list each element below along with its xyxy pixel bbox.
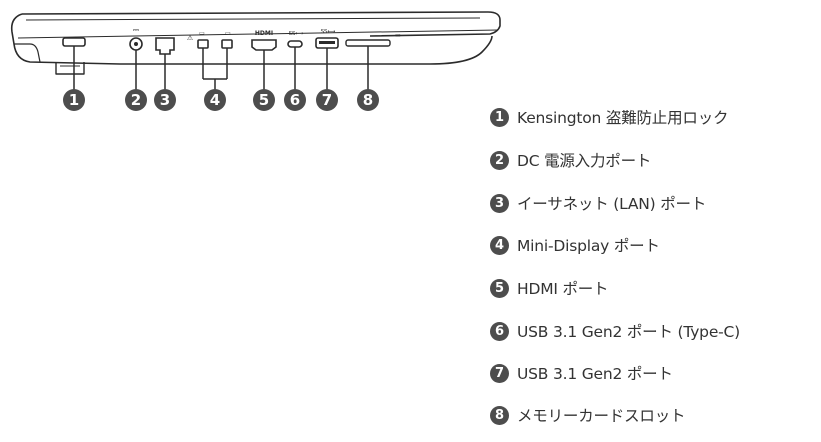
legend-number: 3 xyxy=(490,193,509,213)
svg-text:▭: ▭ xyxy=(199,30,205,37)
legend-item-card-reader: 8 メモリーカードスロット xyxy=(490,402,686,428)
hdmi-port xyxy=(251,39,277,51)
legend-label: メモリーカードスロット xyxy=(517,407,686,425)
legend-number: 6 xyxy=(490,321,509,341)
callout-5: 5 xyxy=(253,89,275,111)
svg-text:SS⟷: SS⟷ xyxy=(321,29,336,35)
legend-item-usb-c: 6 USB 3.1 Gen2 ポート (Type-C) xyxy=(490,318,740,344)
callout-8: 8 xyxy=(357,89,379,111)
svg-text:SS⟷: SS⟷ xyxy=(289,31,304,37)
callout-7: 7 xyxy=(316,89,338,111)
legend-number: 4 xyxy=(490,235,509,255)
callout-2: 2 xyxy=(125,89,147,111)
card-slot xyxy=(345,39,391,47)
legend-item-dc-in: 2 DC 電源入力ポート xyxy=(490,147,651,173)
callout-6: 6 xyxy=(284,89,306,111)
usb-c-port xyxy=(287,40,303,48)
legend-item-kensington-lock: 1 Kensington 盗難防止用ロック xyxy=(490,104,729,130)
mini-display-port-2 xyxy=(221,39,233,49)
legend-item-hdmi: 5 HDMI ポート xyxy=(490,275,609,301)
callout-1: 1 xyxy=(63,89,85,111)
legend-label: USB 3.1 Gen2 ポート xyxy=(517,365,673,383)
ethernet-symbol: ⚠ xyxy=(187,34,194,42)
legend-label: Mini-Display ポート xyxy=(517,237,660,255)
legend-number: 1 xyxy=(490,107,509,127)
legend-number: 8 xyxy=(490,405,509,425)
callout-3: 3 xyxy=(154,89,176,111)
svg-text:▭: ▭ xyxy=(225,30,231,37)
legend-item-mini-display: 4 Mini-Display ポート xyxy=(490,232,660,258)
legend-label: Kensington 盗難防止用ロック xyxy=(517,109,729,127)
legend-number: 2 xyxy=(490,150,509,170)
legend-number: 7 xyxy=(490,363,509,383)
hdmi-symbol: HDMI xyxy=(255,30,273,37)
legend-number: 5 xyxy=(490,278,509,298)
ethernet-port xyxy=(155,37,175,55)
laptop-side-view: ⎓ ⚠ ▭ ▭ HDMI SS⟷ SS⟷ ▭ xyxy=(10,11,501,90)
legend-label: USB 3.1 Gen2 ポート (Type-C) xyxy=(517,323,741,341)
legend-label: DC 電源入力ポート xyxy=(517,152,652,170)
legend-item-usb-a: 7 USB 3.1 Gen2 ポート xyxy=(490,360,673,386)
svg-text:▭: ▭ xyxy=(395,32,401,39)
legend-label: HDMI ポート xyxy=(517,280,609,298)
legend-item-ethernet: 3 イーサネット (LAN) ポート xyxy=(490,190,706,216)
mini-display-port-1 xyxy=(197,39,209,49)
dc-in-symbol: ⎓ xyxy=(133,25,140,34)
legend-label: イーサネット (LAN) ポート xyxy=(517,195,707,213)
kensington-slot xyxy=(62,37,86,47)
callout-4: 4 xyxy=(204,89,226,111)
